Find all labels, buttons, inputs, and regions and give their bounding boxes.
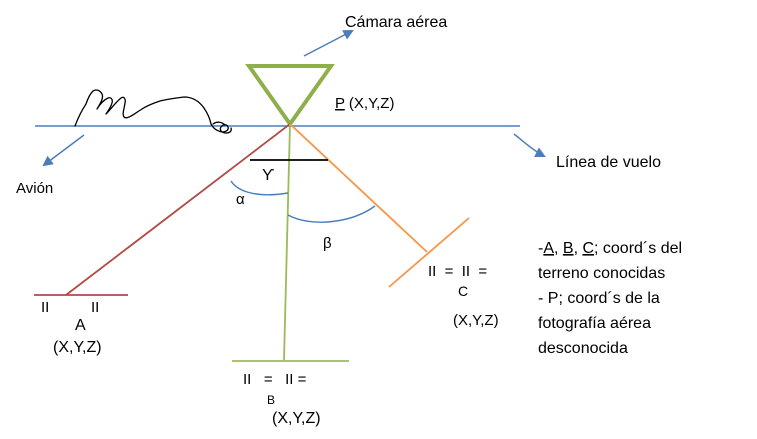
- beta-label: β: [323, 235, 332, 252]
- gamma-label: ϒ: [262, 167, 275, 184]
- ray-to-b: [283, 123, 291, 361]
- legend: -A, B, C; coord´s del terreno conocidas …: [538, 240, 682, 357]
- alpha-label: α: [236, 191, 245, 208]
- point-p-coords: (X,Y,Z): [345, 95, 395, 112]
- airplane-label: Avión: [16, 180, 53, 197]
- target-c-letter: C: [458, 283, 468, 299]
- target-c-coords: (X,Y,Z): [453, 312, 499, 329]
- point-p-label: P (X,Y,Z): [335, 95, 394, 112]
- legend-line-2: terreno conocidas: [538, 265, 665, 282]
- point-p-letter: P: [335, 95, 345, 112]
- legend-b: B: [563, 240, 574, 257]
- aerial-camera-icon: [245, 64, 335, 128]
- legend-line-4: fotografía aérea: [538, 315, 651, 332]
- airplane-arrow: [42, 134, 85, 167]
- target-a-coords: (X,Y,Z): [53, 339, 102, 356]
- legend-line-3: - P; coord´s de la: [538, 290, 660, 307]
- legend-c: C;: [582, 240, 598, 257]
- legend-line-1: -A, B, C; coord´s del: [538, 240, 682, 257]
- target-c-marks: II = II =: [428, 263, 487, 280]
- legend-a: A: [543, 240, 554, 257]
- target-a-letter: A: [75, 317, 86, 334]
- legend-line-5: desconocida: [538, 340, 628, 357]
- ray-to-a: [65, 123, 291, 296]
- flight-line-arrow: [513, 133, 546, 157]
- beta-arc: [287, 205, 376, 223]
- alpha-arc: [230, 180, 289, 196]
- camera-label: Cámara aérea: [345, 14, 447, 31]
- ground-plane-c: [388, 217, 470, 288]
- camera-arrow: [303, 30, 354, 57]
- target-b-coords: (X,Y,Z): [272, 410, 321, 427]
- airplane-scribble-icon: [74, 89, 232, 134]
- flight-line-label: Línea de vuelo: [556, 154, 661, 171]
- target-b-marks: II = II =: [243, 371, 307, 388]
- target-a-marks: II II: [41, 299, 99, 316]
- ray-to-c: [289, 123, 428, 253]
- target-b-letter: B: [267, 393, 275, 407]
